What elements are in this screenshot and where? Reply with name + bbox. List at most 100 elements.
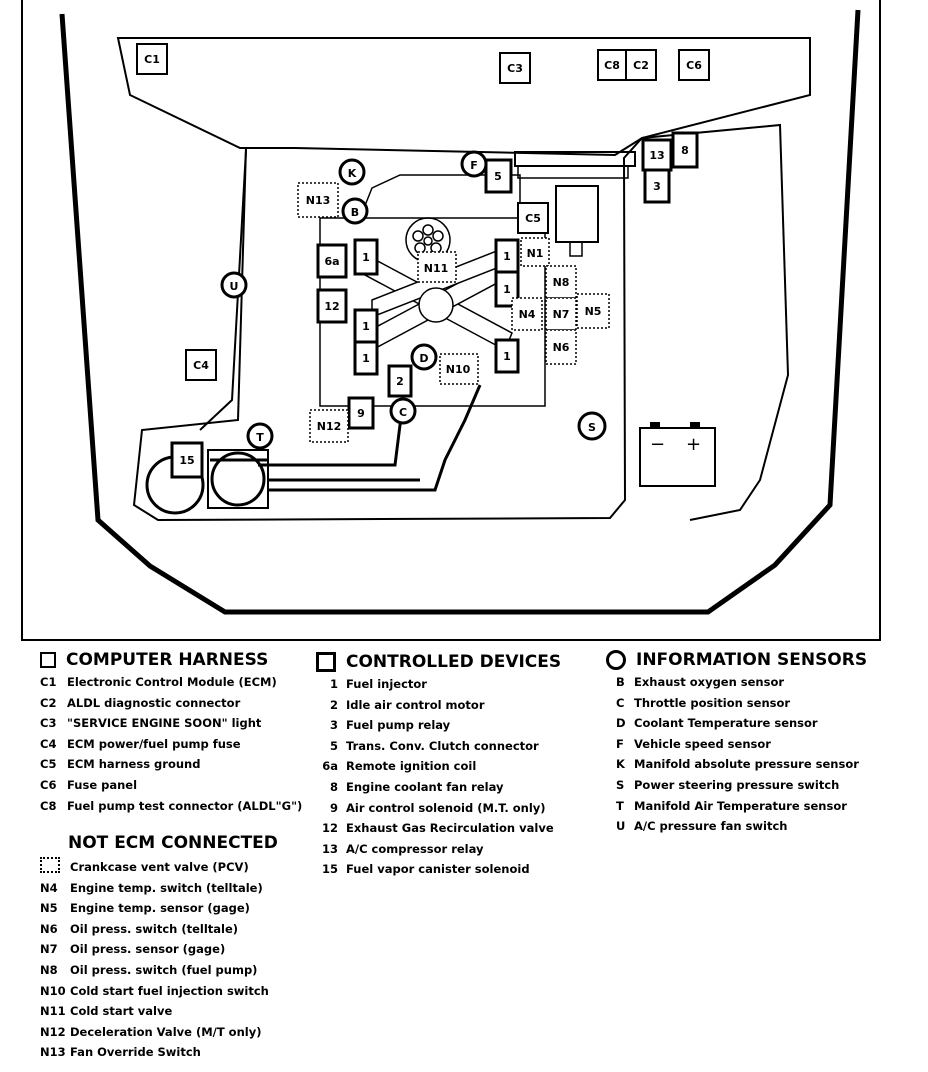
harness-c1[interactable]: C1 [136,43,168,75]
harness-c8[interactable]: C8 [597,49,627,81]
device-6a[interactable]: 6a [316,243,348,279]
square-icon [316,652,336,672]
legend-devices-title: CONTROLLED DEVICES [346,652,562,672]
legend-not-ecm-item-code: N6 [40,921,58,936]
legend-devices-item-code: 2 [329,697,338,712]
harness-c6[interactable]: C6 [678,49,710,81]
legend-sensors-item-text: Power steering pressure switch [634,777,840,792]
legend-sensors-item-code: C [616,695,625,710]
device-9-label: 9 [357,407,365,420]
device-injector-1[interactable]: 1 [353,238,379,276]
legend-devices-item-code: 1 [329,677,338,691]
legend-sensors-item-text: Manifold Air Temperature sensor [634,798,847,813]
legend-not-ecm-item-text: Cold start fuel injection switch [70,983,269,998]
device-12-label: 12 [324,300,339,313]
harness-c5-label: C5 [525,212,541,225]
legend-not-ecm-title: NOT ECM CONNECTED [68,833,278,853]
not-ecm-n8[interactable]: N8 [545,265,577,299]
legend-harness-title: COMPUTER HARNESS [66,650,269,670]
legend-not-ecm-header: NOT ECM CONNECTED [40,833,310,853]
vehicle-body-outline [59,9,861,615]
device-5[interactable]: 5 [484,158,513,194]
legend-devices-item-text: Remote ignition coil [346,759,477,774]
not-ecm-n1-label: N1 [527,247,544,260]
harness-c2[interactable]: C2 [625,49,657,81]
device-injector-6[interactable]: 1 [494,338,520,374]
device-injector-label: 1 [503,350,511,363]
sensor-b-label: B [351,206,359,219]
device-15[interactable]: 15 [170,441,204,479]
legend-not-ecm-item-text: Oil press. sensor (gage) [70,942,226,957]
sensor-b[interactable]: B [341,197,369,225]
not-ecm-n4[interactable]: N4 [511,297,543,331]
not-ecm-n1[interactable]: N1 [520,237,550,267]
legend-sensors-item-text: Coolant Temperature sensor [634,716,818,731]
device-13[interactable]: 13 [641,138,673,172]
sensor-t[interactable]: T [246,422,274,450]
device-injector-3[interactable]: 1 [353,340,379,376]
air-filter-box [207,449,269,509]
device-2[interactable]: 2 [387,364,413,398]
harness-c2-label: C2 [633,59,649,72]
legend-not-ecm-item-text: Engine temp. switch (telltale) [70,880,263,895]
not-ecm-n10[interactable]: N10 [439,353,479,385]
legend-harness-item-text: ECM power/fuel pump fuse [67,736,241,751]
harness-c1-label: C1 [144,53,160,66]
device-12[interactable]: 12 [316,288,348,324]
not-ecm-n13[interactable]: N13 [297,182,339,218]
device-injector-4[interactable]: 1 [494,238,520,274]
sensor-k[interactable]: K [338,158,366,186]
device-3[interactable]: 3 [643,168,671,204]
legend-sensors-item-text: Exhaust oxygen sensor [634,675,785,689]
device-injector-2[interactable]: 1 [353,308,379,344]
legend-harness-item-text: Electronic Control Module (ECM) [67,675,277,689]
sensor-s[interactable]: S [577,411,607,441]
device-injector-label: 1 [503,283,511,296]
device-8[interactable]: 8 [671,131,699,169]
sensor-d[interactable]: D [410,343,438,371]
not-ecm-n7[interactable]: N7 [545,297,577,331]
legend-devices-item-code: 5 [329,738,338,753]
legend-not-ecm-item-code: N12 [40,1024,66,1039]
legend-harness-item-code: C5 [40,757,57,772]
not-ecm-n11[interactable]: N11 [417,251,457,283]
legend-devices-item-code: 9 [329,800,338,815]
legend-not-ecm-item-text: Crankcase vent valve (PCV) [70,860,249,874]
legend-harness-item-text: ALDL diagnostic connector [67,695,241,710]
sensor-u[interactable]: U [220,271,248,299]
legend-not-ecm-item: N4 Engine temp. switch (telltale) [40,878,310,899]
legend-not-ecm-item-text: Oil press. switch (telltale) [70,921,239,936]
sensor-f[interactable]: F [460,150,488,178]
not-ecm-n6[interactable]: N6 [545,329,577,365]
sensor-c[interactable]: C [389,397,417,425]
harness-c4-label: C4 [193,359,209,372]
harness-c4[interactable]: C4 [185,349,217,381]
legend-harness-item: C3"SERVICE ENGINE SOON" light [40,713,310,734]
legend-sensors-item-code: U [616,819,626,834]
legend-not-ecm-item-code: N4 [40,880,58,895]
legend-not-ecm-item: N12 Deceleration Valve (M/T only) [40,1022,310,1043]
not-ecm-n5[interactable]: N5 [576,293,610,329]
legend-sensors-item-code: F [616,736,624,751]
not-ecm-n12[interactable]: N12 [309,409,349,443]
legend-not-ecm-item-code: N11 [40,1004,66,1019]
battery-positive-sign: + [686,434,701,455]
device-9[interactable]: 9 [347,396,375,430]
harness-c6-label: C6 [686,59,702,72]
legend-not-ecm-item-text: Deceleration Valve (M/T only) [70,1024,262,1039]
harness-c3[interactable]: C3 [499,52,531,84]
harness-c5[interactable]: C5 [517,202,549,234]
